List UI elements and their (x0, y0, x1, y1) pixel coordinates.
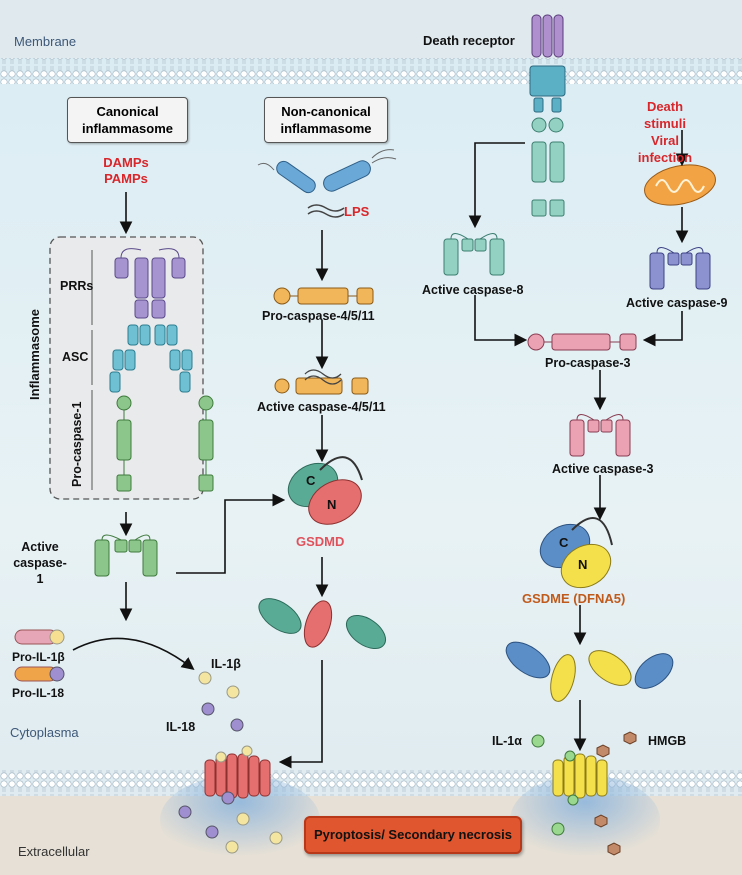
active-caspase-4-5-11-label: Active caspase-4/5/11 (257, 400, 386, 414)
hmgb-label: HMGB (648, 734, 687, 748)
active-caspase-3-protein (569, 414, 631, 457)
gsdme-label: GSDME (DFNA5) (522, 591, 626, 606)
pro-caspase-1-label: Pro-caspase-1 (70, 401, 84, 487)
gsdme-pore (552, 744, 610, 799)
noncanonical-inflammasome-box: Non-canonical inflammasome (264, 97, 388, 143)
pro-caspase-3-protein (527, 333, 637, 351)
pro-caspase-3-label: Pro-caspase-3 (545, 356, 631, 370)
death-receptor-protein (529, 14, 566, 217)
membrane-label: Membrane (14, 34, 77, 49)
gsdmd-c-label: C (306, 473, 316, 488)
il-1a-label: IL-1α (492, 734, 522, 748)
pro-il-18-label: Pro-IL-18 (12, 686, 65, 700)
gsdme-fragments (505, 641, 674, 702)
canonical-inflammasome-box: Canonical inflammasome (67, 97, 188, 143)
gsdme-c-label: C (559, 535, 569, 550)
active-caspase-9-label: Active caspase-9 (626, 296, 728, 310)
top-region (0, 0, 742, 58)
gsdmd-label: GSDMD (296, 534, 345, 549)
pro-caspase-1-proteins (116, 395, 214, 492)
active-caspase-4-5-11 (274, 369, 369, 395)
damps-pamps-label: DAMPs PAMPs (103, 155, 149, 186)
pathway-arrows (72, 130, 689, 769)
pyroptosis-outcome-box: Pyroptosis/ Secondary necrosis (304, 816, 522, 854)
il-dots (198, 671, 244, 732)
il-18-label: IL-18 (166, 720, 196, 734)
active-caspase-3-label: Active caspase-3 (552, 462, 654, 476)
active-caspase-1-protein (94, 534, 158, 577)
pro-il-1b-label: Pro-IL-1β (12, 650, 65, 664)
gsdme-n-label: N (578, 557, 588, 572)
lps-label: LPS (344, 204, 370, 219)
extracellular-label: Extracellular (18, 844, 90, 859)
gsdme-protein (539, 517, 613, 589)
gsdmd-pore (204, 745, 271, 799)
pro-il-capsules (14, 629, 65, 682)
gsdmd-fragments (258, 598, 387, 650)
active-caspase-8-label: Active caspase-8 (422, 283, 524, 297)
inflammasome-label: Inflammasome (27, 308, 42, 400)
il-1b-label: IL-1β (211, 657, 241, 671)
pro-caspase-4-5-11-label: Pro-caspase-4/5/11 (262, 309, 375, 323)
release-cloud-right (510, 775, 660, 865)
asc-proteins (109, 324, 193, 393)
death-stimuli-label: Death stimuli Viral infection (637, 99, 693, 165)
pro-caspase-4-5-11 (273, 287, 374, 305)
lps-bacteria (257, 149, 397, 218)
active-caspase-8-protein (443, 233, 505, 276)
il1a-hmgb-markers (531, 731, 637, 856)
cytoplasm-label: Cytoplasma (10, 725, 79, 740)
top-membrane (0, 58, 742, 84)
released-cytokines-left (178, 791, 283, 854)
active-caspase-1-label: Active caspase-1 (13, 540, 67, 586)
mitochondrion-icon (644, 164, 716, 206)
prr-proteins (114, 248, 186, 319)
active-caspase-9-protein (649, 247, 711, 290)
asc-label: ASC (62, 350, 89, 364)
gsdmd-protein (287, 456, 363, 525)
prrs-label: PRRs (60, 279, 94, 293)
death-receptor-label: Death receptor (423, 33, 515, 48)
gsdmd-n-label: N (327, 497, 337, 512)
